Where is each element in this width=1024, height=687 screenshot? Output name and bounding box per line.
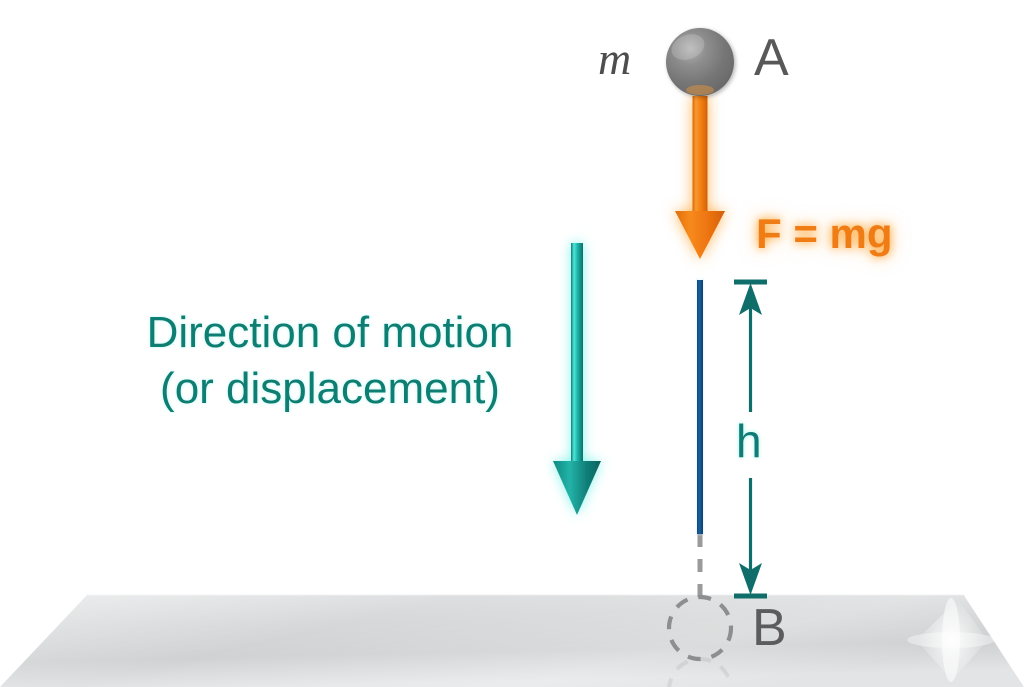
direction-of-motion-label: Direction of motion (or displacement)	[100, 305, 560, 418]
landing-position-circle	[666, 594, 734, 662]
height-dimension-arrow	[734, 279, 767, 599]
falling-mass-sphere	[666, 28, 734, 96]
direction-line-1: Direction of motion	[146, 308, 514, 357]
ground-sparkle-highlight	[907, 598, 995, 682]
landing-circle-reflection	[667, 657, 733, 687]
force-equation-label: F = mg	[756, 210, 893, 257]
mass-label: m	[598, 33, 632, 84]
ground-plane	[0, 593, 1024, 687]
height-label: h	[736, 415, 762, 467]
direction-line-2: (or displacement)	[160, 364, 500, 414]
point-a-label: A	[754, 29, 789, 87]
direction-of-motion-arrow	[553, 243, 601, 515]
point-b-label: B	[752, 599, 787, 657]
fall-path-line	[695, 278, 705, 536]
gravity-force-arrow	[675, 96, 725, 259]
